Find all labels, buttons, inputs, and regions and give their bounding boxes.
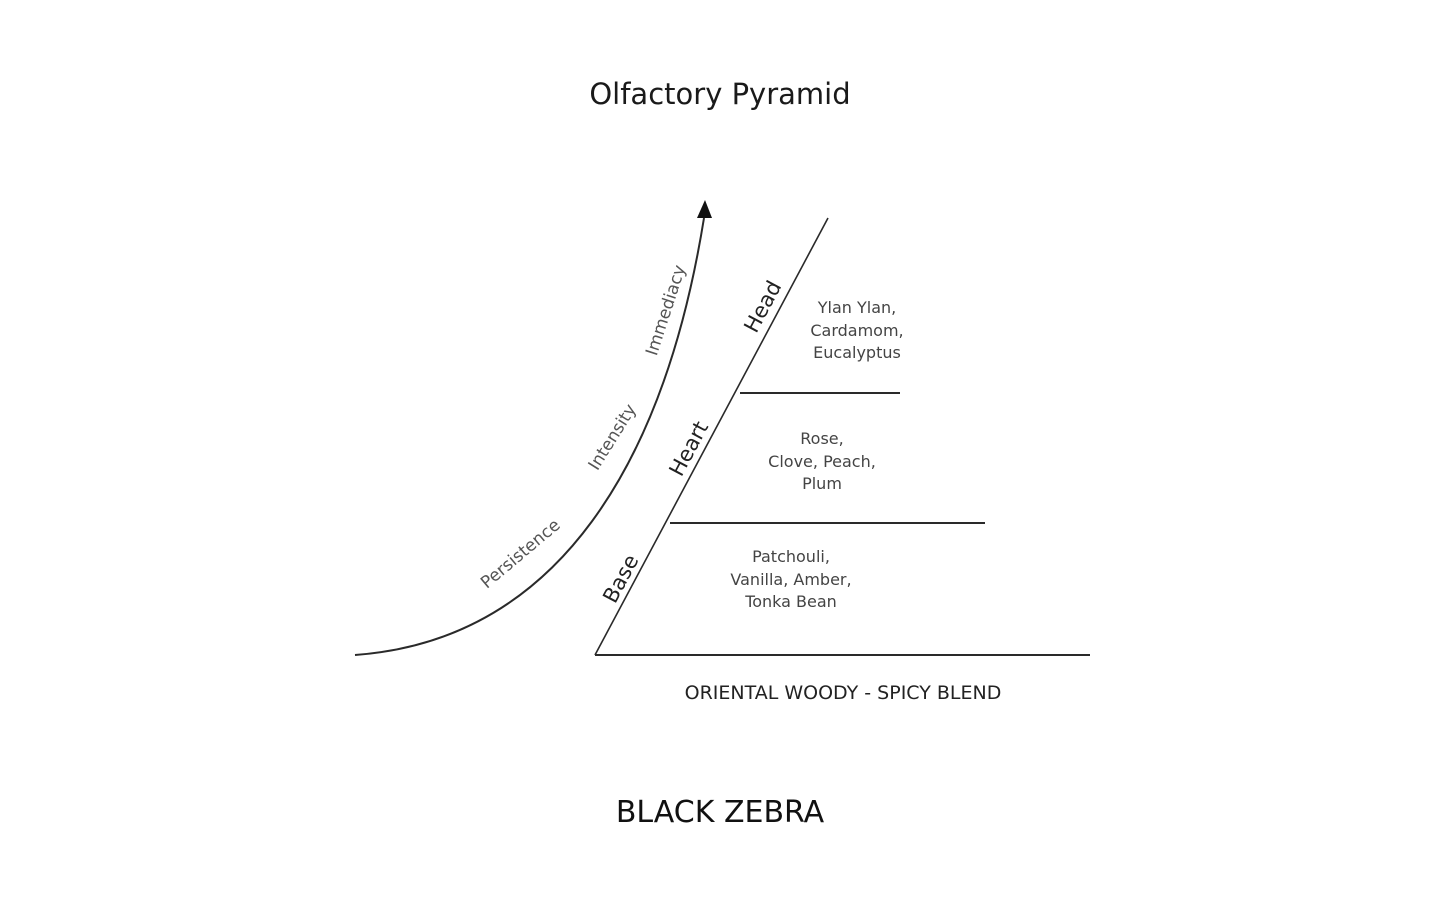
note-line: Tonka Bean: [744, 592, 837, 611]
head-notes: Ylan Ylan, Cardamom, Eucalyptus: [810, 298, 903, 362]
blend-label: ORIENTAL WOODY - SPICY BLEND: [685, 682, 1002, 704]
product-name: BLACK ZEBRA: [616, 795, 825, 830]
diagram-title: Olfactory Pyramid: [589, 77, 850, 111]
heart-notes: Rose, Clove, Peach, Plum: [768, 429, 876, 493]
curve-label-immediacy: Immediacy: [642, 263, 690, 359]
note-line: Plum: [802, 474, 842, 493]
intensity-curve: [354, 217, 705, 656]
pyramid-slope: [594, 217, 829, 656]
note-line: Eucalyptus: [813, 343, 901, 362]
curve-label-persistence: Persistence: [477, 515, 564, 593]
note-line: Vanilla, Amber,: [730, 570, 851, 589]
note-line: Rose,: [800, 429, 843, 448]
note-line: Cardamom,: [810, 321, 903, 340]
curve-label-intensity: Intensity: [585, 401, 641, 474]
note-line: Clove, Peach,: [768, 452, 876, 471]
note-line: Ylan Ylan,: [817, 298, 897, 317]
note-line: Patchouli,: [752, 547, 830, 566]
arrow-head-icon: [697, 200, 712, 218]
tier-label-base: Base: [598, 551, 643, 607]
tier-label-head: Head: [739, 277, 786, 337]
base-notes: Patchouli, Vanilla, Amber, Tonka Bean: [730, 547, 851, 611]
